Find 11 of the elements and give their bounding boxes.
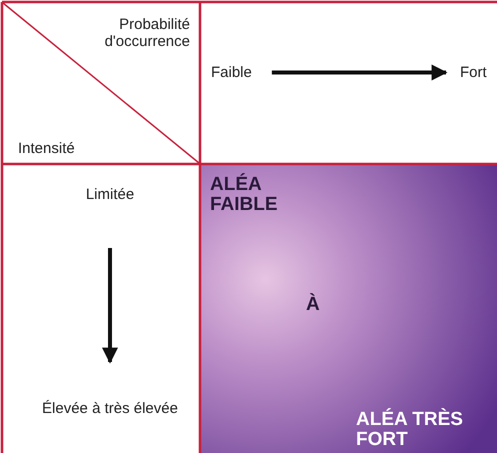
corner-heading: Probabilité d'occurrence — [104, 16, 190, 50]
corner-heading: Intensité — [18, 140, 75, 157]
arrow — [272, 64, 448, 80]
hazard-label: ALÉA TRÈS FORT — [356, 410, 464, 450]
hazard-label: ALÉA FAIBLE — [210, 175, 279, 215]
arrow — [102, 248, 118, 364]
axis-label: Fort — [460, 64, 487, 81]
axis-label: Faible — [211, 64, 252, 81]
axis-label: Élevée à très élevée — [30, 400, 190, 417]
axis-label: Limitée — [40, 186, 180, 203]
hazard-label: À — [306, 295, 320, 315]
